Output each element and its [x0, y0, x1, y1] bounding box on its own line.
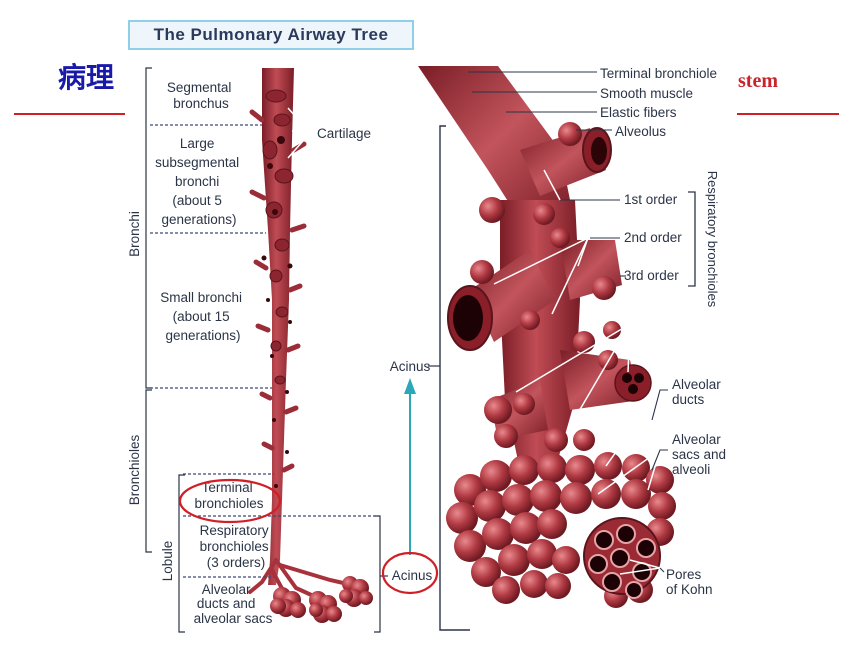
acinus-bracket: [439, 125, 470, 631]
label-alveolar-ducts: Alveolar ducts: [672, 377, 725, 407]
label-elastic-fibers: Elastic fibers: [600, 105, 677, 120]
label-lobule-vertical: Lobule: [160, 541, 175, 582]
left-alveolar-clusters: [270, 576, 373, 623]
left-dashed-separators: [150, 124, 380, 578]
label-large-subsegmental-bronchi: Large subsegmental bronchi (about 5 gene…: [155, 136, 243, 227]
highlight-acinus: [381, 551, 439, 595]
label-smooth-muscle: Smooth muscle: [600, 86, 693, 101]
label-respiratory-bronchioles-vertical: Respiratory bronchioles: [705, 171, 720, 308]
label-segmental-bronchus: Segmental bronchus: [167, 80, 235, 111]
label-terminal-bronchioles: Terminal bronchioles: [194, 480, 263, 511]
right-short-leaders: [651, 389, 668, 573]
highlight-terminal-bronchioles: [178, 478, 282, 524]
label-1st-order: 1st order: [624, 192, 678, 207]
label-alveolar-sacs-alveoli: Alveolar sacs and alveoli: [672, 432, 730, 477]
left-airway-tree: [248, 68, 373, 623]
label-alveolar-ducts-sacs: Alveolar ducts and alveolar sacs: [194, 582, 273, 626]
label-bronchioles-vertical: Bronchioles: [127, 434, 142, 505]
title-rule-right: [737, 113, 839, 115]
right-leader-lines: [468, 71, 626, 277]
right-acinus-illustration: [418, 66, 676, 608]
slide-title-tail: stem: [738, 70, 778, 92]
label-terminal-bronchiole: Terminal bronchiole: [600, 66, 717, 81]
cartilage-pointers: [287, 107, 311, 159]
label-small-bronchi: Small bronchi (about 15 generations): [160, 290, 246, 343]
label-2nd-order: 2nd order: [624, 230, 682, 245]
left-brackets: [145, 67, 381, 633]
label-pores-of-kohn: Pores of Kohn: [666, 567, 713, 597]
title-rule-left: [14, 113, 126, 115]
figure-title: The Pulmonary Airway Tree: [128, 20, 414, 50]
label-3rd-order: 3rd order: [624, 268, 679, 283]
right-white-pointers: [493, 169, 661, 575]
alveolar-sac-cluster: [446, 452, 676, 608]
label-alveolus: Alveolus: [615, 124, 666, 139]
label-bronchi-vertical: Bronchi: [127, 211, 142, 257]
label-cartilage: Cartilage: [317, 126, 371, 141]
label-acinus-bottom: Acinus: [392, 568, 433, 583]
trunk-bronchus: [262, 68, 294, 585]
slide-title: 病理: [58, 61, 115, 94]
acinus-arrow: [380, 365, 440, 577]
label-respiratory-bronchioles: Respiratory bronchioles (3 orders): [200, 523, 273, 570]
respiratory-bronchioles-bracket: [688, 191, 696, 287]
label-acinus-mid: Acinus: [390, 359, 431, 374]
